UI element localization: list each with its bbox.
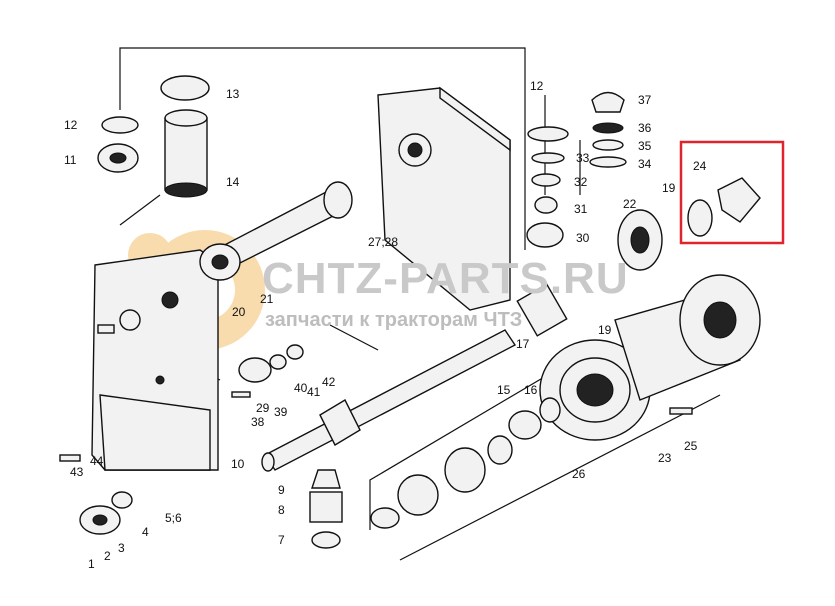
gearbox-plate (377, 86, 511, 311)
part-label: 3 (118, 541, 125, 555)
watermark-title: CHTZ-PARTS.RU (262, 254, 629, 303)
small-fasteners (59, 324, 693, 535)
main-shaft (261, 329, 517, 472)
part-label: 33 (576, 151, 590, 165)
part-label: 25 (684, 439, 698, 453)
short-shaft (199, 181, 353, 281)
part-label: 36 (638, 121, 652, 135)
part-label: 23 (658, 451, 672, 465)
part-label: 32 (574, 175, 588, 189)
part-label: 39 (274, 405, 288, 419)
part-label: 10 (231, 457, 245, 471)
part-label: 35 (638, 139, 652, 153)
part-label: 15 (497, 383, 511, 397)
part-label: 4 (142, 525, 149, 539)
part-label: 41 (307, 385, 321, 399)
spring-and-valve-parts (516, 91, 627, 337)
flange-housing (539, 274, 761, 441)
part-label: 34 (638, 157, 652, 171)
bearing-set-left (97, 116, 139, 173)
part-label: 21 (260, 292, 274, 306)
part-label: 5;6 (165, 511, 182, 525)
lower-ring-series (370, 397, 561, 529)
part-label: 11 (64, 153, 77, 167)
part-label: 42 (322, 375, 336, 389)
part-label: 12 (530, 79, 544, 93)
part-label: 2 (104, 549, 111, 563)
part-label: 22 (623, 197, 637, 211)
part-label: 27;28 (368, 235, 398, 249)
part-label: 14 (226, 175, 240, 189)
part-label: 9 (278, 483, 285, 497)
part-label: 40 (294, 381, 308, 395)
part-label: 12 (64, 118, 78, 132)
lower-spring-stack (309, 469, 343, 549)
part-label: 44 (90, 454, 104, 468)
part-label: 20 (232, 305, 246, 319)
part-label: 29 (256, 401, 270, 415)
part-labels: 1 2 3 4 5;6 7 8 9 10 11 12 13 14 15 16 1… (64, 79, 707, 571)
part-label: 37 (638, 93, 652, 107)
highlight-box (679, 140, 785, 245)
part-label: 16 (524, 383, 538, 397)
part-label: 24 (693, 159, 707, 173)
part-label: 8 (278, 503, 285, 517)
part-label: 38 (251, 415, 265, 429)
part-label: 13 (226, 87, 240, 101)
bearings-right (617, 177, 761, 271)
part-label: 17 (516, 337, 530, 351)
part-label: 19 (598, 323, 612, 337)
part-label: 7 (278, 533, 285, 547)
part-label: 31 (574, 202, 588, 216)
housing-plate (91, 249, 219, 471)
sleeve-assembly (160, 75, 210, 198)
part-label: 26 (572, 467, 586, 481)
part-label: 1 (88, 557, 95, 571)
part-label: 19 (662, 181, 676, 195)
watermark-subtitle: запчасти к тракторам ЧТЗ (265, 309, 522, 331)
part-label: 43 (70, 465, 84, 479)
part-label: 30 (576, 231, 590, 245)
